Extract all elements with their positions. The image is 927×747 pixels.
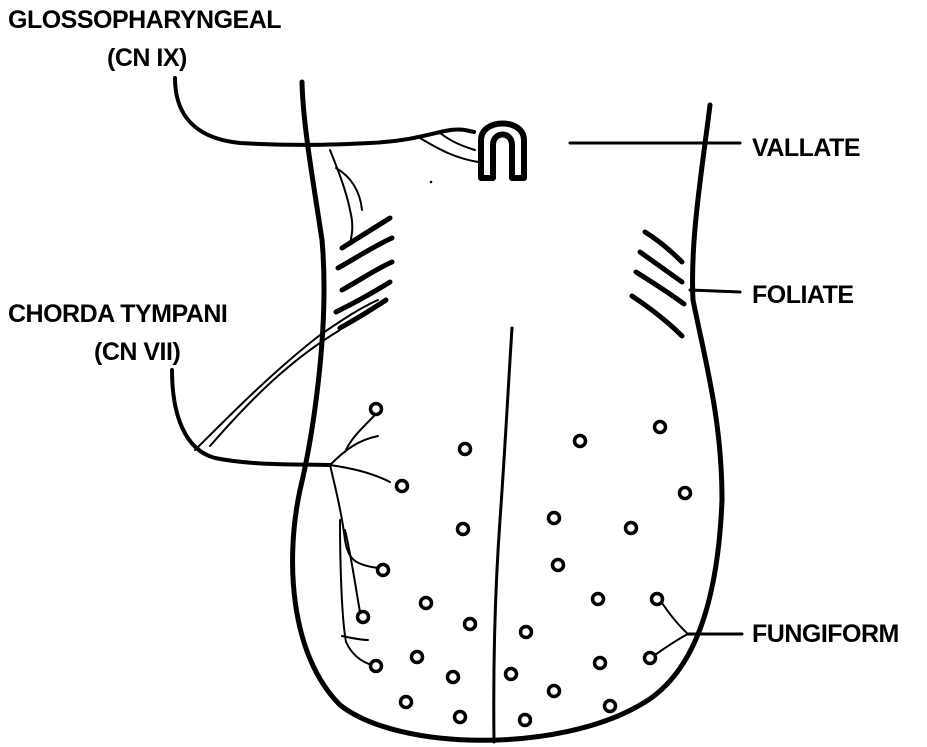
glossopharyngeal-nerve — [175, 78, 478, 244]
speckle — [430, 181, 433, 184]
fungiform-papilla — [378, 565, 389, 576]
fungiform-papilla — [506, 669, 517, 680]
chorda-tympani-nerve — [172, 300, 390, 665]
fungiform-nerve-branch — [652, 600, 688, 657]
chorda-tympani-cn-label: (CN VII) — [94, 340, 180, 365]
fungiform-papilla — [549, 513, 560, 524]
fungiform-papilla — [605, 701, 616, 712]
fungiform-papilla — [371, 661, 382, 672]
fungiform-papilla — [549, 686, 560, 697]
fungiform-label: FUNGIFORM — [752, 622, 899, 647]
fungiform-papilla — [626, 523, 637, 534]
foliate-papillae-left — [336, 218, 392, 328]
fungiform-papilla — [553, 560, 564, 571]
fungiform-papilla — [655, 422, 666, 433]
fungiform-papilla — [401, 697, 412, 708]
fungiform-papilla — [421, 598, 432, 609]
glossopharyngeal-label: GLOSSOPHARYNGEAL — [8, 8, 281, 33]
foliate-label: FOLIATE — [752, 283, 854, 308]
fungiform-papilla — [412, 652, 423, 663]
fungiform-papilla — [371, 404, 382, 415]
fungiform-papilla — [465, 619, 476, 630]
fungiform-papilla — [458, 524, 469, 535]
fungiform-papilla — [575, 436, 586, 447]
fungiform-papilla — [680, 488, 691, 499]
vallate-papilla — [481, 124, 524, 179]
fungiform-papilla — [652, 594, 663, 605]
fungiform-papilla — [358, 612, 369, 623]
fungiform-papilla — [595, 658, 606, 669]
fungiform-papilla — [593, 594, 604, 605]
fungiform-papilla — [645, 653, 656, 664]
vallate-label: VALLATE — [752, 136, 860, 161]
fungiform-papilla — [521, 627, 532, 638]
fungiform-papilla — [397, 481, 408, 492]
glossopharyngeal-cn-label: (CN IX) — [107, 46, 187, 71]
fungiform-papillae — [358, 404, 691, 726]
fungiform-papilla — [448, 672, 459, 683]
fungiform-papilla — [520, 715, 531, 726]
fungiform-papilla — [460, 444, 471, 455]
chorda-tympani-label: CHORDA TYMPANI — [8, 302, 227, 327]
foliate-leader-line — [690, 290, 740, 292]
fungiform-papilla — [455, 712, 466, 723]
foliate-papillae-right — [632, 232, 684, 336]
